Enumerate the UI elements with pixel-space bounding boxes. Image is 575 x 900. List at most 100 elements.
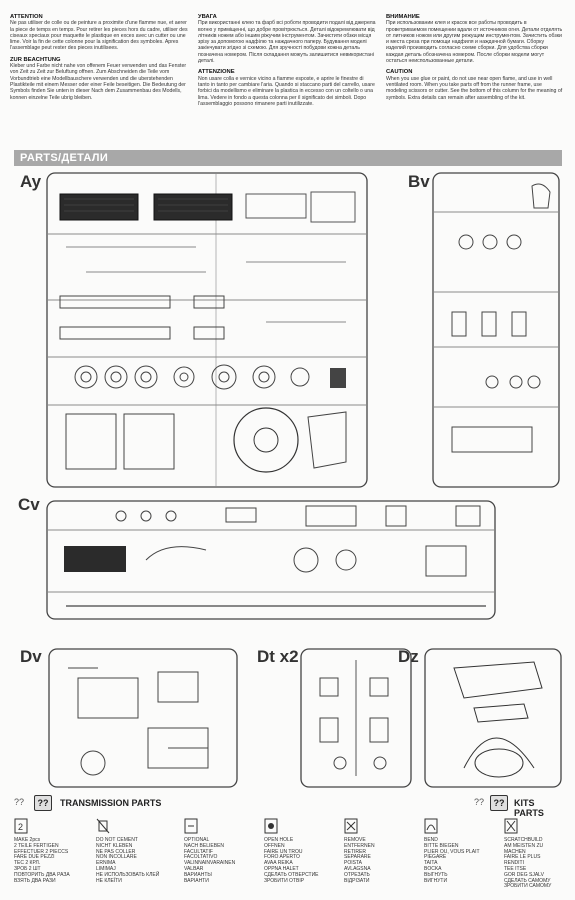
transmission-parts-box-icon: ?? bbox=[34, 795, 52, 811]
legend-line: NE PAS COLLER bbox=[96, 848, 136, 855]
legend-line: FAIRE UN TROU bbox=[264, 848, 303, 855]
note-text: Kleber und Farbe nicht nahe von offenem … bbox=[10, 63, 187, 101]
make-2pcs-legend: 2 MAKE 2pcs 2 TEILE FERTIGEN EFFECTUER 2… bbox=[14, 818, 104, 884]
kits-parts-legend: ?? ?? KITS PARTS bbox=[474, 795, 564, 818]
legend-line: GOR DEG SJALV bbox=[504, 871, 544, 878]
note-text: При використанні клею та фарб всі роботи… bbox=[198, 20, 376, 65]
parts-header-title: PARTS/ДЕТАЛИ bbox=[20, 152, 109, 164]
note-heading: ATTENTION bbox=[10, 14, 43, 20]
sprue-label-cv: Cv bbox=[18, 495, 40, 514]
svg-text:2: 2 bbox=[18, 822, 23, 832]
legend-line: СДЕЛАТЬ САМОМУ bbox=[504, 877, 551, 884]
note-text: Non usare colla e vernice vicino a fiamm… bbox=[198, 75, 375, 107]
legend-line: СДЕЛАТЬ ОТВЕРСТИЕ bbox=[264, 871, 319, 878]
parts-header-bar: PARTS/ДЕТАЛИ bbox=[14, 150, 562, 166]
legend-line: PLIER OU, VOUS PLAIT bbox=[424, 848, 480, 855]
kits-parts-box-icon: ?? bbox=[490, 795, 508, 811]
legend-line: ОТРЕЗАТЬ bbox=[344, 871, 370, 878]
legend-line: DO NOT CEMENT bbox=[96, 837, 138, 843]
remove-icon bbox=[344, 818, 358, 834]
note-heading: ATTENZIONE bbox=[198, 69, 235, 76]
do-not-cement-legend: DO NOT CEMENT NICHT KLEBEN NE PAS COLLER… bbox=[96, 818, 186, 884]
legend-line: AM MEISTEN ZU MACHEN bbox=[504, 842, 544, 855]
legend-line: ВЫГНУТЬ bbox=[424, 871, 448, 878]
transmission-parts-legend: ?? ?? TRANSMISSION PARTS bbox=[14, 795, 239, 811]
note-heading: CAUTION bbox=[386, 69, 413, 76]
sprue-label-ay: Ay bbox=[20, 172, 42, 191]
legend-line: BITTE BIEGEN bbox=[424, 842, 459, 849]
legend-line: VALINNAINVARAINEN bbox=[184, 860, 236, 867]
legend-line: OPTIONAL bbox=[184, 837, 210, 843]
symbol-legend: 2 MAKE 2pcs 2 TEILE FERTIGEN EFFECTUER 2… bbox=[14, 818, 562, 896]
legend-line: FORO APERTO bbox=[264, 854, 300, 861]
optional-legend: OPTIONAL NACH BELIEBEN FACULTATIF FACOLT… bbox=[184, 818, 274, 884]
open-hole-icon bbox=[264, 818, 278, 834]
sprue-dv-frame bbox=[48, 648, 238, 788]
legend-line: OPPNA HALET bbox=[264, 865, 299, 872]
legend-line: SCRATCHBUILD bbox=[504, 837, 543, 843]
legend-line: REMOVE bbox=[344, 837, 366, 843]
optional-icon bbox=[184, 818, 198, 834]
scratchbuild-icon bbox=[504, 818, 518, 834]
bend-legend: BEND BITTE BIEGEN PLIER OU, VOUS PLAIT P… bbox=[424, 818, 514, 884]
legend-line: RENDITI bbox=[504, 860, 524, 867]
legend-line: EFFECTUER 2 PIECCS bbox=[14, 848, 69, 855]
sprue-dt-frame bbox=[300, 648, 412, 788]
legend-line: FAIRE LE PLUS bbox=[504, 854, 541, 861]
legend-line: НЕ ИСПОЛЬЗОВАТЬ КЛЕЙ bbox=[96, 871, 160, 878]
transmission-parts-label: TRANSMISSION PARTS bbox=[60, 798, 162, 808]
open-hole-legend: OPEN HOLE OFFNEN FAIRE UN TROU FORO APER… bbox=[264, 818, 354, 884]
legend-line: FACULTATIF bbox=[184, 848, 213, 855]
legend-line: NACH BELIEBEN bbox=[184, 842, 225, 849]
legend-line: FACOLTATIVO bbox=[184, 854, 218, 861]
note-text: Ne pas utiliser de colle ou de peinture … bbox=[10, 20, 188, 52]
sprue-label-dv: Dv bbox=[20, 647, 42, 666]
legend-line: POISTA bbox=[344, 860, 362, 867]
legend-line: BOCKA bbox=[424, 865, 442, 872]
legend-line: MAKE 2pcs bbox=[14, 837, 41, 843]
legend-line: ЗРОБИТИ САМОМУ bbox=[504, 883, 552, 890]
sprue-bv-frame bbox=[432, 172, 560, 488]
legend-line: VALBAR bbox=[184, 865, 204, 872]
do-not-cement-icon bbox=[96, 818, 110, 834]
legend-line: 2 TEILE FERTIGEN bbox=[14, 842, 59, 849]
legend-line: НЕ КЛЕЇТИ bbox=[96, 877, 122, 884]
legend-line: OFFNEN bbox=[264, 842, 285, 849]
legend-line: ВЗЯТЬ ДВА РАЗИ bbox=[14, 877, 56, 884]
scratchbuild-legend: SCRATCHBUILD AM MEISTEN ZU MACHEN FAIRE … bbox=[504, 818, 566, 890]
legend-line: ТЕС 2 КРЛ. bbox=[14, 860, 41, 867]
legend-line: ENTFERNEN bbox=[344, 842, 375, 849]
legend-line: LIMIMAJ bbox=[96, 865, 116, 872]
sprue-dz-frame bbox=[424, 648, 562, 788]
sprue-label-dz: Dz bbox=[398, 647, 419, 666]
note-heading: ZUR BEACHTUNG bbox=[10, 56, 61, 63]
legend-line: PIEGARE bbox=[424, 854, 447, 861]
transmission-plain-marker: ?? bbox=[14, 797, 25, 807]
sprue-label-dt: Dt x2 bbox=[257, 647, 299, 666]
bend-icon bbox=[424, 818, 438, 834]
remove-legend: REMOVE ENTFERNEN RETIRER SEPARARE POISTA… bbox=[344, 818, 434, 884]
legend-line: ЗРОБИТИ ОТВІР bbox=[264, 877, 305, 884]
legend-line: SEPARARE bbox=[344, 854, 371, 861]
legend-line: FARE DUE PEZZI bbox=[14, 854, 55, 861]
legend-line: ЗРОБ 2 ШТ bbox=[14, 865, 41, 872]
legend-line: BEND bbox=[424, 837, 438, 843]
legend-line: ПОВТОРИТЬ ДВА РАЗА bbox=[14, 871, 70, 878]
legend-line: ERNIMA bbox=[96, 860, 116, 867]
make-2pcs-icon: 2 bbox=[14, 818, 28, 834]
legend-line: OPEN HOLE bbox=[264, 837, 294, 843]
legend-line: AVAA REIKA bbox=[264, 860, 293, 867]
legend-line: ВІДРІЗАТИ bbox=[344, 877, 370, 884]
legend-line: NON INCOLLARE bbox=[96, 854, 137, 861]
legend-line: TAITA bbox=[424, 860, 438, 867]
sprue-label-bv: Bv bbox=[408, 172, 430, 191]
legend-line: ВАРІАНТИ bbox=[184, 877, 209, 884]
sprue-cv-frame bbox=[46, 500, 496, 620]
legend-line: ВАРИАНТЫ bbox=[184, 871, 212, 878]
legend-line: ВИГНУТИ bbox=[424, 877, 448, 884]
note-heading: ВНИМАНИЕ bbox=[386, 14, 420, 20]
